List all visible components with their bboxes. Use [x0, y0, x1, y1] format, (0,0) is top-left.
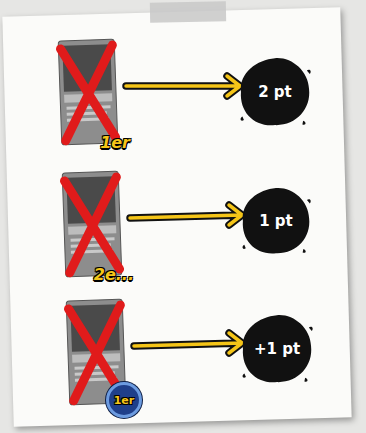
- card-node: 2e...: [64, 172, 120, 276]
- rank-label: 2e...: [94, 265, 134, 284]
- points-value: 2 pt: [238, 84, 312, 101]
- arrow-stroke: [134, 333, 242, 353]
- arrow-stroke: [130, 205, 242, 225]
- card-symbol: [58, 39, 118, 145]
- score-blob: 2 pt: [238, 56, 312, 128]
- card-symbol: [62, 171, 122, 277]
- score-blob: 1 pt: [240, 186, 312, 256]
- score-arrow: [134, 333, 242, 353]
- score-arrow: [126, 76, 240, 96]
- points-value: 1 pt: [240, 213, 312, 230]
- arrow-stroke: [134, 333, 242, 353]
- card-node: 1er: [68, 300, 124, 404]
- score-arrow: [130, 205, 242, 225]
- points-value: +1 pt: [240, 341, 314, 358]
- rank-label: 1er: [100, 133, 130, 152]
- arrow-stroke: [126, 76, 240, 96]
- arrow-stroke: [126, 76, 240, 96]
- tape-strip: [150, 1, 226, 22]
- rank-badge: 1er: [106, 382, 142, 418]
- card-node: 1er: [60, 40, 116, 144]
- arrow-stroke: [130, 205, 242, 225]
- score-blob: +1 pt: [240, 313, 314, 385]
